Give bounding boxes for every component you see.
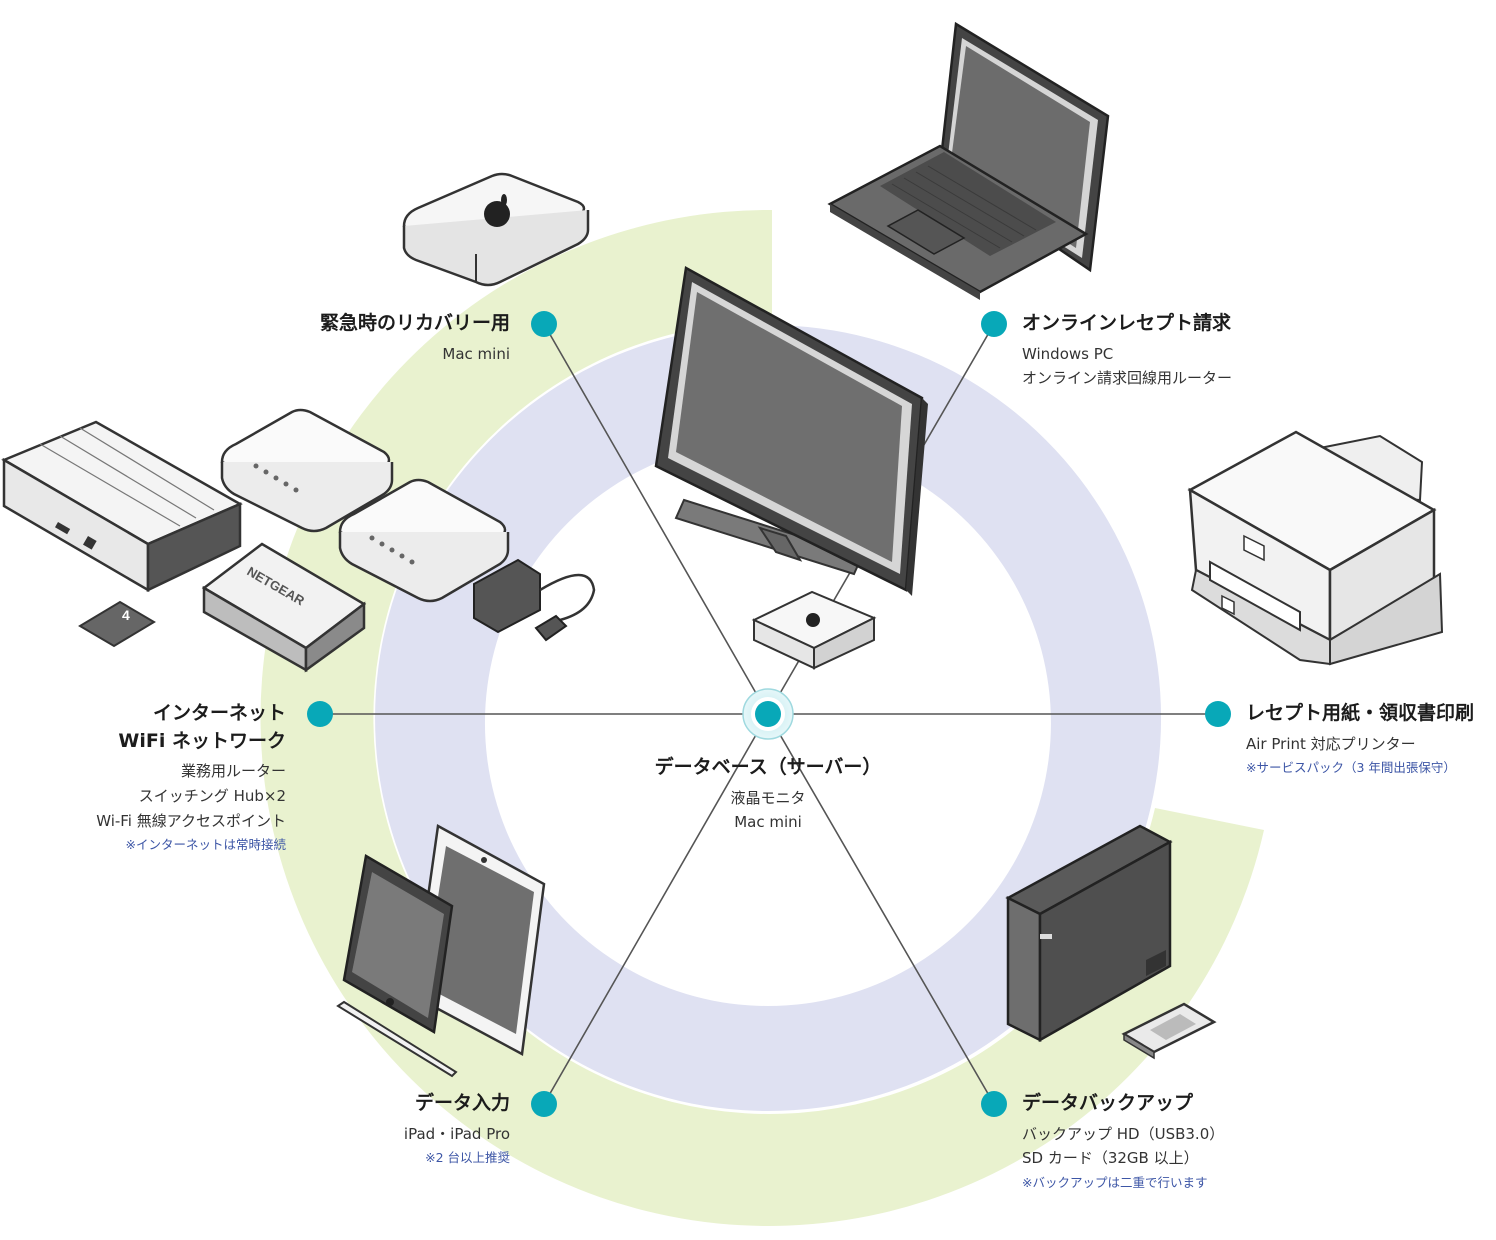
print-note: ※サービスパック（3 年間出張保守） [1246,760,1456,776]
internet-line-3: Wi-Fi 無線アクセスポイント [96,811,286,830]
node-print [1205,701,1231,727]
print-line-1: Air Print 対応プリンター [1246,734,1416,753]
center-line-1: 液晶モニタ [730,788,806,807]
internet-title-2: WiFi ネットワーク [118,729,286,752]
node-internet [307,701,333,727]
internet-line-2: スイッチング Hub×2 [138,786,286,805]
mac-mini-recovery-icon [402,172,590,287]
access-point-2-icon [338,478,510,603]
online-line-2: オンライン請求回線用ルーター [1022,369,1233,388]
print-title: レセプト用紙・領収書印刷 [1246,702,1475,724]
input-note: ※2 台以上推奨 [425,1150,510,1166]
printer-icon [1187,430,1444,666]
label-backup: データバックアップ バックアップ HD（USB3.0） SD カード（32GB … [1022,1090,1224,1192]
apple-pencil-icon [336,1000,458,1078]
backup-hdd-icon [1005,824,1173,1043]
node-recovery [531,311,557,337]
backup-note: ※バックアップは二重で行います [1022,1175,1208,1191]
center-title: データベース（サーバー） [654,756,882,778]
laptop-icon [827,21,1110,300]
node-input [531,1091,557,1117]
backup-title: データバックアップ [1022,1092,1194,1114]
label-print: レセプト用紙・領収書印刷 Air Print 対応プリンター ※サービスパック（… [1246,700,1474,777]
input-line-1: iPad・iPad Pro [403,1124,510,1143]
line-recovery [543,323,769,715]
online-line-1: Windows PC [1022,344,1114,363]
ipad-icon [342,854,454,1035]
mac-mini-center-icon [751,590,877,670]
recovery-title: 緊急時のリカバリー用 [319,312,510,334]
recovery-line-1: Mac mini [442,344,510,363]
backup-line-2: SD カード（32GB 以上） [1022,1149,1199,1168]
label-online: オンラインレセプト請求 Windows PC オンライン請求回線用ルーター [1022,310,1232,390]
label-recovery: 緊急時のリカバリー用 Mac mini [320,310,510,365]
line-backup [767,713,995,1105]
backup-line-1: バックアップ HD（USB3.0） [1022,1124,1225,1143]
online-title: オンラインレセプト請求 [1022,312,1232,334]
node-backup [981,1091,1007,1117]
internet-line-1: 業務用ルーター [180,762,286,781]
sd-card-small-icon: 4 [78,600,156,648]
sd-card-capacity-label: 4 [122,607,130,623]
access-point-1-icon [220,408,394,533]
input-title: データ入力 [414,1092,510,1114]
internet-note: ※インターネットは常時接続 [125,837,286,853]
line-input [543,713,769,1105]
label-input: データ入力 iPad・iPad Pro ※2 台以上推奨 [404,1090,510,1167]
switching-hub-icon: NETGEAR [201,542,367,673]
sd-card-icon [1121,1002,1217,1060]
outer-nodes [307,311,1231,1117]
internet-title: インターネット [152,702,286,724]
power-adapter-icon [473,558,596,642]
label-center: データベース（サーバー） 液晶モニタ Mac mini [618,754,918,834]
center-line-2: Mac mini [734,813,802,832]
database-hub-node [742,688,794,740]
label-internet: インターネット WiFi ネットワーク 業務用ルーター スイッチング Hub×2… [96,700,286,854]
router-icon [1,420,243,593]
monitor-icon [654,266,928,596]
node-online [981,311,1007,337]
